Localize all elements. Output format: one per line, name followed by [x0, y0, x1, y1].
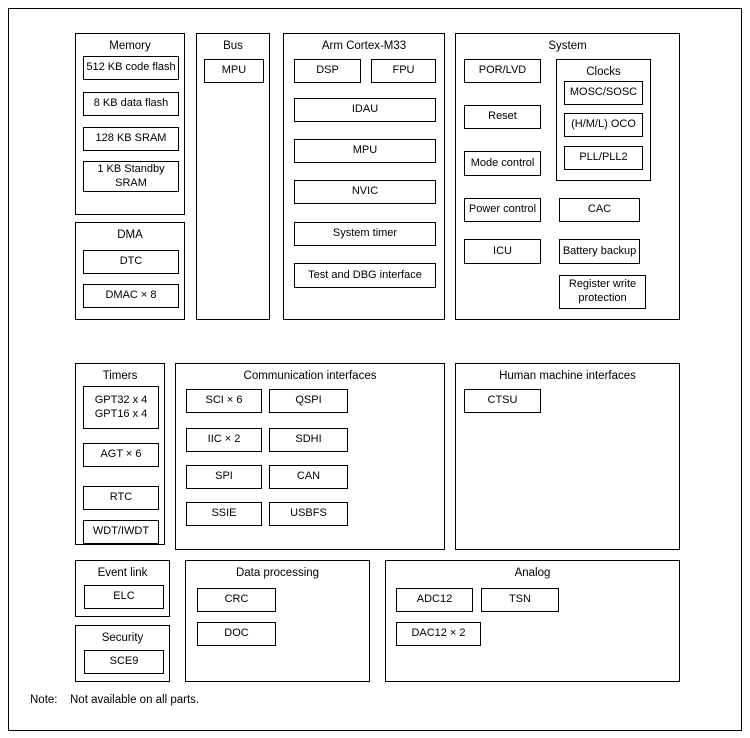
block-data-processing: Data processing CRC DOC: [185, 560, 370, 682]
diagram-outer-frame: [8, 8, 742, 731]
box-oco: (H/M/L) OCO: [564, 113, 643, 137]
box-cac: CAC: [559, 198, 640, 222]
box-sram: 128 KB SRAM: [83, 127, 179, 151]
box-dmac: DMAC × 8: [83, 284, 179, 308]
box-icu: ICU: [464, 239, 541, 264]
block-timers-title: Timers: [102, 370, 138, 382]
block-memory: Memory 512 KB code flash 8 KB data flash…: [75, 33, 185, 215]
box-test-dbg-interface: Test and DBG interface: [294, 263, 436, 288]
block-data-processing-title: Data processing: [235, 567, 320, 579]
box-sdhi: SDHI: [269, 428, 348, 452]
block-event-link-title: Event link: [97, 567, 148, 579]
box-idau: IDAU: [294, 98, 436, 122]
block-security: Security SCE9: [75, 625, 170, 682]
block-memory-title: Memory: [109, 40, 151, 52]
box-agt: AGT × 6: [83, 443, 159, 467]
box-por-lvd: POR/LVD: [464, 59, 541, 83]
box-tsn: TSN: [481, 588, 559, 612]
block-event-link: Event link ELC: [75, 560, 170, 617]
block-dma-title: DMA: [117, 229, 143, 241]
block-system-title: System: [548, 40, 587, 52]
box-bus-mpu: MPU: [204, 59, 264, 83]
box-mosc-sosc: MOSC/SOSC: [564, 81, 643, 105]
box-dsp: DSP: [294, 59, 361, 83]
block-human-machine-interfaces-title: Human machine interfaces: [499, 370, 636, 382]
block-communication-interfaces-title: Communication interfaces: [243, 370, 377, 382]
block-system: System POR/LVD Reset Mode control Power …: [455, 33, 680, 320]
box-power-control: Power control: [464, 198, 541, 222]
box-dac12: DAC12 × 2: [396, 622, 481, 646]
box-data-flash: 8 KB data flash: [83, 92, 179, 116]
box-usbfs: USBFS: [269, 502, 348, 526]
block-analog: Analog ADC12 TSN DAC12 × 2: [385, 560, 680, 682]
block-dma: DMA DTC DMAC × 8: [75, 222, 185, 320]
box-wdt-iwdt: WDT/IWDT: [83, 520, 159, 544]
block-clocks: Clocks MOSC/SOSC (H/M/L) OCO PLL/PLL2: [556, 59, 651, 181]
box-sci: SCI × 6: [186, 389, 262, 413]
box-adc12: ADC12: [396, 588, 473, 612]
block-clocks-title: Clocks: [586, 66, 621, 78]
box-doc: DOC: [197, 622, 276, 646]
box-ssie: SSIE: [186, 502, 262, 526]
box-fpu: FPU: [371, 59, 436, 83]
box-battery-backup: Battery backup: [559, 239, 640, 264]
box-qspi: QSPI: [269, 389, 348, 413]
block-timers: Timers GPT32 x 4 GPT16 x 4 AGT × 6 RTC W…: [75, 363, 165, 545]
block-human-machine-interfaces: Human machine interfaces CTSU: [455, 363, 680, 550]
box-spi: SPI: [186, 465, 262, 489]
note-label: Note:: [30, 694, 58, 706]
box-can: CAN: [269, 465, 348, 489]
box-iic: IIC × 2: [186, 428, 262, 452]
note-text: Not available on all parts.: [70, 694, 200, 706]
box-cortex-mpu: MPU: [294, 139, 436, 163]
box-code-flash: 512 KB code flash: [83, 56, 179, 80]
block-cortex: Arm Cortex-M33 DSP FPU IDAU MPU NVIC Sys…: [283, 33, 445, 320]
block-security-title: Security: [101, 632, 144, 644]
box-dtc: DTC: [83, 250, 179, 274]
box-register-write-protection: Register write protection: [559, 275, 646, 309]
box-reset: Reset: [464, 105, 541, 129]
box-gpt: GPT32 x 4 GPT16 x 4: [83, 386, 159, 429]
box-pll: PLL/PLL2: [564, 146, 643, 170]
box-nvic: NVIC: [294, 180, 436, 204]
box-sce9: SCE9: [84, 650, 164, 674]
block-bus: Bus MPU: [196, 33, 270, 320]
box-elc: ELC: [84, 585, 164, 609]
block-bus-title: Bus: [223, 40, 243, 52]
block-communication-interfaces: Communication interfaces SCI × 6 IIC × 2…: [175, 363, 445, 550]
block-cortex-title: Arm Cortex-M33: [321, 40, 407, 52]
box-ctsu: CTSU: [464, 389, 541, 413]
box-rtc: RTC: [83, 486, 159, 510]
box-standby-sram: 1 KB Standby SRAM: [83, 161, 179, 192]
box-mode-control: Mode control: [464, 151, 541, 176]
box-system-timer: System timer: [294, 222, 436, 246]
block-analog-title: Analog: [514, 567, 551, 579]
box-crc: CRC: [197, 588, 276, 612]
